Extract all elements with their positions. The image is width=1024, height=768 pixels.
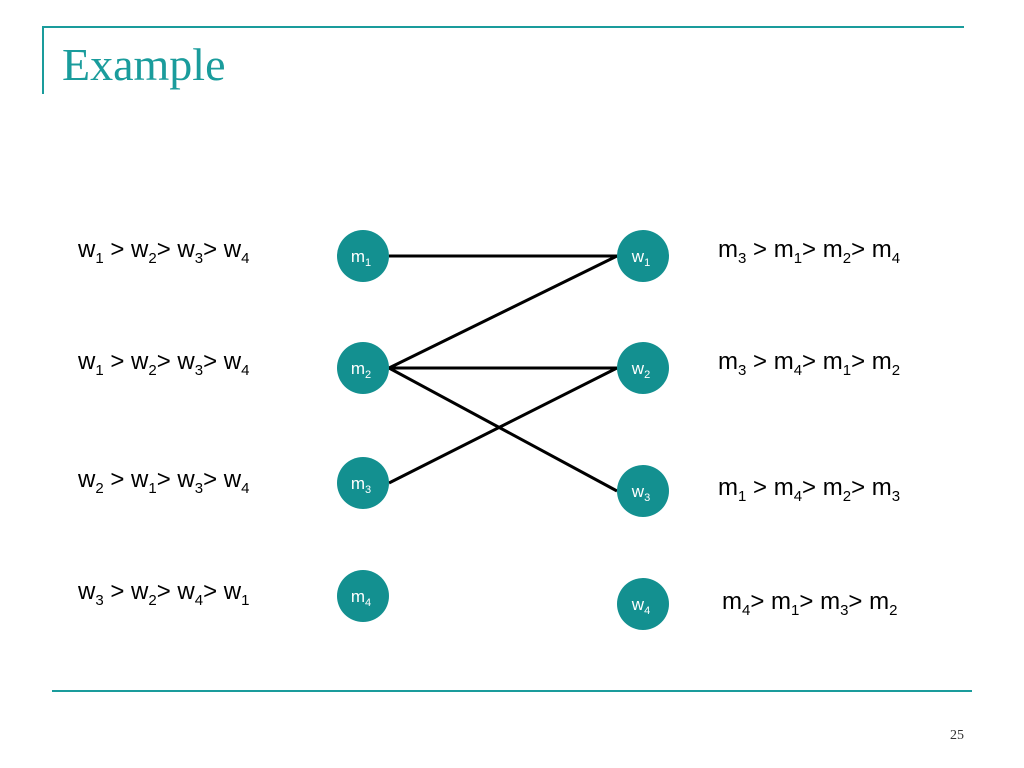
node-circle-m2: [337, 342, 389, 394]
woman-pref-list-w1: m3 > m1> m2> m4: [718, 236, 901, 267]
man-pref-list-m2: w1 > w2> w3> w4: [78, 348, 250, 379]
node-m1: m1: [337, 230, 389, 282]
woman-pref-list-w4: m4> m1> m3> m2: [722, 588, 898, 619]
node-label-w4: w4: [631, 595, 650, 617]
node-circle-m4: [337, 570, 389, 622]
node-circle-w2: [617, 342, 669, 394]
node-circle-w4: [617, 578, 669, 630]
man-pref-list-m1: w1 > w2> w3> w4: [78, 236, 250, 267]
node-w3: w3: [617, 465, 669, 517]
man-pref-list-m4: w3 > w2> w4> w1: [78, 578, 250, 609]
left-rule: [42, 26, 44, 94]
node-m4: m4: [337, 570, 389, 622]
edge-m2-w1: [388, 254, 618, 370]
node-m2: m2: [337, 342, 389, 394]
node-circle-m3: [337, 457, 389, 509]
woman-pref-list-w3: m1 > m4> m2> m3: [718, 474, 901, 505]
woman-pref-list-w2: m3 > m4> m1> m2: [718, 348, 901, 379]
node-circle-m1: [337, 230, 389, 282]
node-group: m1 m2 m3 m4 w1 w2 w3 w4: [337, 230, 669, 630]
node-circle-w3: [617, 465, 669, 517]
node-label-m1: m1: [351, 247, 371, 269]
edge-group: [388, 254, 618, 493]
top-rule: [42, 26, 964, 28]
man-pref-list-m3: w2 > w1> w3> w4: [78, 466, 250, 497]
edge-m3-w2: [388, 366, 618, 485]
slide-title: Example: [62, 39, 226, 90]
node-label-m3: m3: [351, 474, 371, 496]
node-w2: w2: [617, 342, 669, 394]
footer-rule: [52, 690, 972, 692]
node-label-w1: w1: [631, 247, 650, 269]
node-label-m2: m2: [351, 359, 371, 381]
node-label-m4: m4: [351, 587, 371, 609]
node-circle-w1: [617, 230, 669, 282]
node-w4: w4: [617, 578, 669, 630]
node-w1: w1: [617, 230, 669, 282]
node-label-w2: w2: [631, 359, 650, 381]
node-m3: m3: [337, 457, 389, 509]
page-number: 25: [950, 728, 964, 743]
node-label-w3: w3: [631, 482, 650, 504]
edge-m2-w3: [388, 366, 618, 493]
